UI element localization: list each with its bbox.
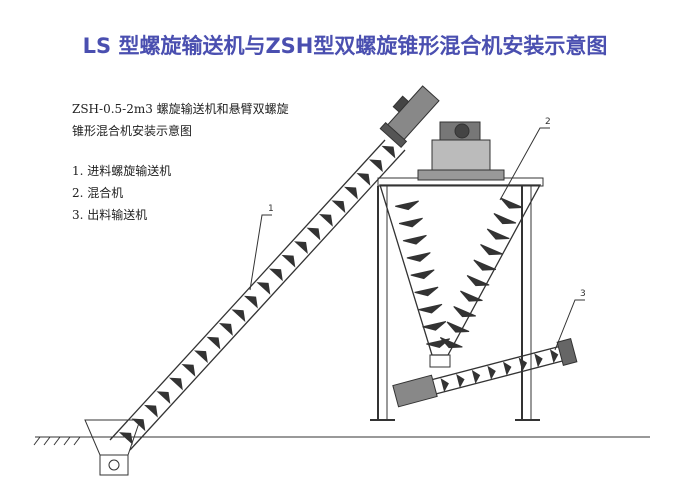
caption: ZSH-0.5-2m3 螺旋输送机和悬臂双螺旋 锥形混合机安装示意图 bbox=[72, 98, 289, 142]
screw-flight bbox=[487, 365, 496, 380]
screw-flight bbox=[471, 369, 481, 384]
legend-item-1: 1. 进料螺旋输送机 bbox=[72, 164, 172, 178]
screw-flight bbox=[243, 295, 258, 309]
screw-flight bbox=[406, 252, 431, 262]
mixer-drive bbox=[417, 121, 505, 181]
screw-flight bbox=[439, 337, 463, 349]
screw-flight bbox=[231, 309, 246, 323]
screw-flight bbox=[422, 321, 447, 331]
screw-flight bbox=[343, 186, 358, 200]
screw-flight bbox=[143, 404, 158, 418]
screw-flight bbox=[206, 336, 221, 350]
screw-flight bbox=[181, 364, 196, 377]
mixer-screws bbox=[395, 197, 523, 349]
callout-2: 2 bbox=[545, 117, 551, 127]
screw-flight bbox=[466, 275, 490, 287]
discharge-conveyor bbox=[392, 337, 578, 408]
legend: 1. 进料螺旋输送机 2. 混合机 3. 出料输送机 bbox=[72, 160, 171, 226]
diagram-title: LS 型螺旋输送机与ZSH型双螺旋锥形混合机安装示意图 bbox=[82, 34, 608, 58]
screw-flight bbox=[331, 200, 346, 214]
screw-flight bbox=[256, 282, 271, 295]
feed-screw-conveyor bbox=[109, 139, 406, 451]
caption-line: ZSH-0.5-2m3 螺旋输送机和悬臂双螺旋 bbox=[72, 102, 289, 116]
screw-flight bbox=[549, 349, 559, 364]
screw-flight bbox=[356, 173, 371, 186]
screw-flight bbox=[381, 145, 396, 159]
callout-3: 3 bbox=[580, 289, 586, 299]
feed-motor bbox=[379, 85, 440, 149]
screw-flight bbox=[399, 217, 423, 228]
screw-flight bbox=[480, 244, 503, 256]
screw-flight bbox=[156, 391, 171, 405]
screw-flight bbox=[418, 303, 443, 314]
screw-flight bbox=[453, 306, 476, 318]
callouts: 1 2 3 bbox=[249, 117, 586, 351]
screw-flight bbox=[460, 290, 483, 302]
screw-flight bbox=[446, 321, 470, 333]
screw-flight bbox=[395, 200, 419, 211]
screw-flight bbox=[440, 378, 449, 393]
screw-flight bbox=[168, 377, 183, 391]
cone-mixer bbox=[370, 177, 544, 421]
legend-item-2: 2. 混合机 bbox=[72, 186, 124, 200]
legend-item-3: 3. 出料输送机 bbox=[72, 208, 148, 222]
screw-flight bbox=[218, 323, 233, 336]
screw-flight bbox=[306, 227, 321, 241]
caption-line: 锥形混合机安装示意图 bbox=[72, 124, 193, 138]
screw-flight bbox=[518, 357, 528, 372]
screw-flight bbox=[318, 214, 333, 227]
ground-line bbox=[33, 436, 650, 446]
screw-flight bbox=[281, 254, 296, 268]
screw-flight bbox=[456, 373, 465, 388]
screw-flight bbox=[502, 361, 512, 376]
screw-flight bbox=[534, 353, 543, 368]
screw-flight bbox=[493, 213, 517, 225]
screw-flight bbox=[293, 241, 308, 255]
screw-flight bbox=[193, 350, 208, 364]
screw-flight bbox=[500, 197, 523, 209]
screw-flight bbox=[473, 259, 497, 271]
screw-flight bbox=[118, 432, 133, 445]
screw-flight bbox=[414, 286, 439, 297]
screw-flight bbox=[410, 269, 435, 280]
callout-1: 1 bbox=[268, 204, 274, 214]
screw-flight bbox=[131, 418, 146, 432]
inlet-hopper bbox=[84, 419, 141, 476]
screw-flight bbox=[268, 268, 283, 282]
screw-flight bbox=[402, 234, 427, 245]
screw-flight bbox=[486, 228, 510, 240]
screw-flight bbox=[368, 159, 383, 173]
